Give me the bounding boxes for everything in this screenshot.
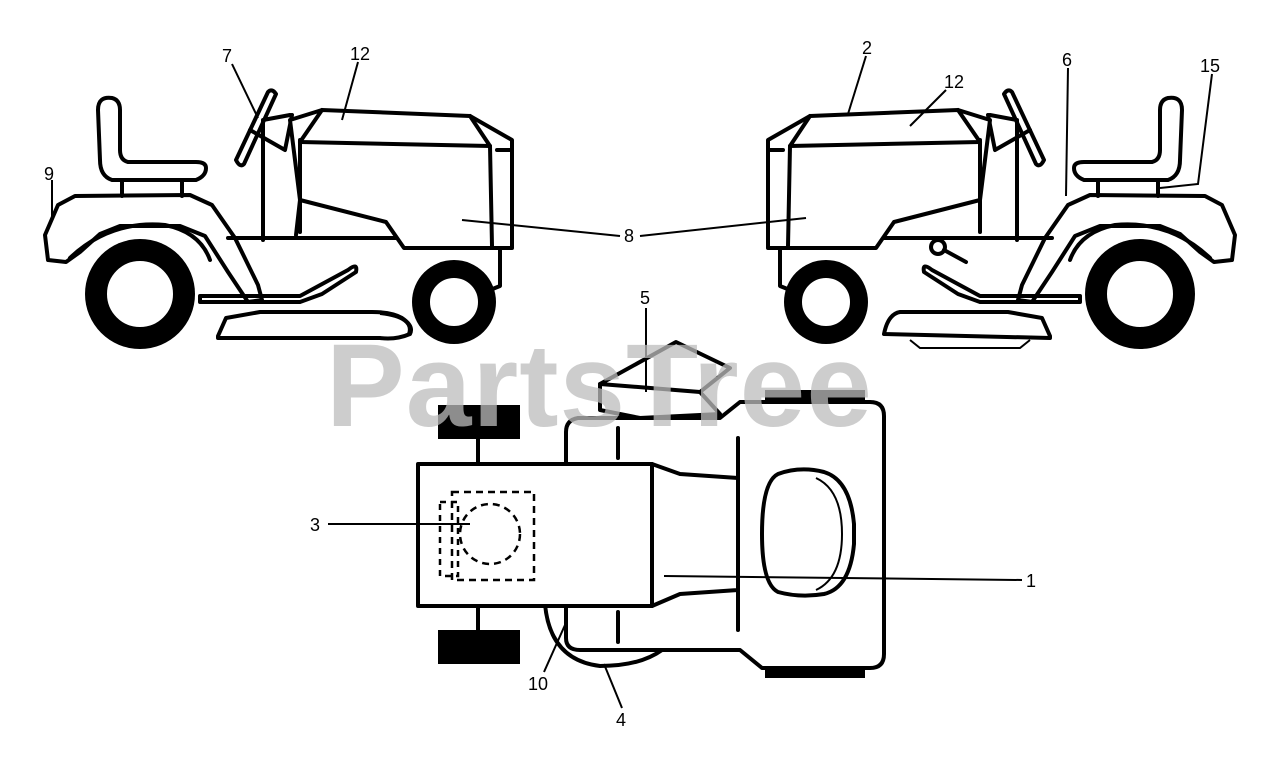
callout-12-right: 12 bbox=[944, 72, 964, 92]
callout-6: 6 bbox=[1062, 50, 1072, 70]
tractor-top-view bbox=[416, 340, 886, 678]
callout-10: 10 bbox=[528, 674, 548, 694]
leader-lines bbox=[51, 55, 1213, 709]
callout-7: 7 bbox=[222, 46, 232, 66]
tractor-right-view bbox=[766, 88, 1237, 349]
callout-5: 5 bbox=[640, 288, 650, 308]
callout-1: 1 bbox=[1026, 571, 1036, 591]
callout-labels: 7 12 9 8 2 12 6 15 5 3 1 10 4 bbox=[44, 38, 1220, 730]
tractor-left-view bbox=[43, 88, 514, 349]
watermark: PartsTree bbox=[326, 320, 873, 452]
callout-15: 15 bbox=[1200, 56, 1220, 76]
callout-4: 4 bbox=[616, 710, 626, 730]
callout-12-left: 12 bbox=[350, 44, 370, 64]
callout-9: 9 bbox=[44, 164, 54, 184]
callout-8: 8 bbox=[624, 226, 634, 246]
callout-3: 3 bbox=[310, 515, 320, 535]
callout-2: 2 bbox=[862, 38, 872, 58]
